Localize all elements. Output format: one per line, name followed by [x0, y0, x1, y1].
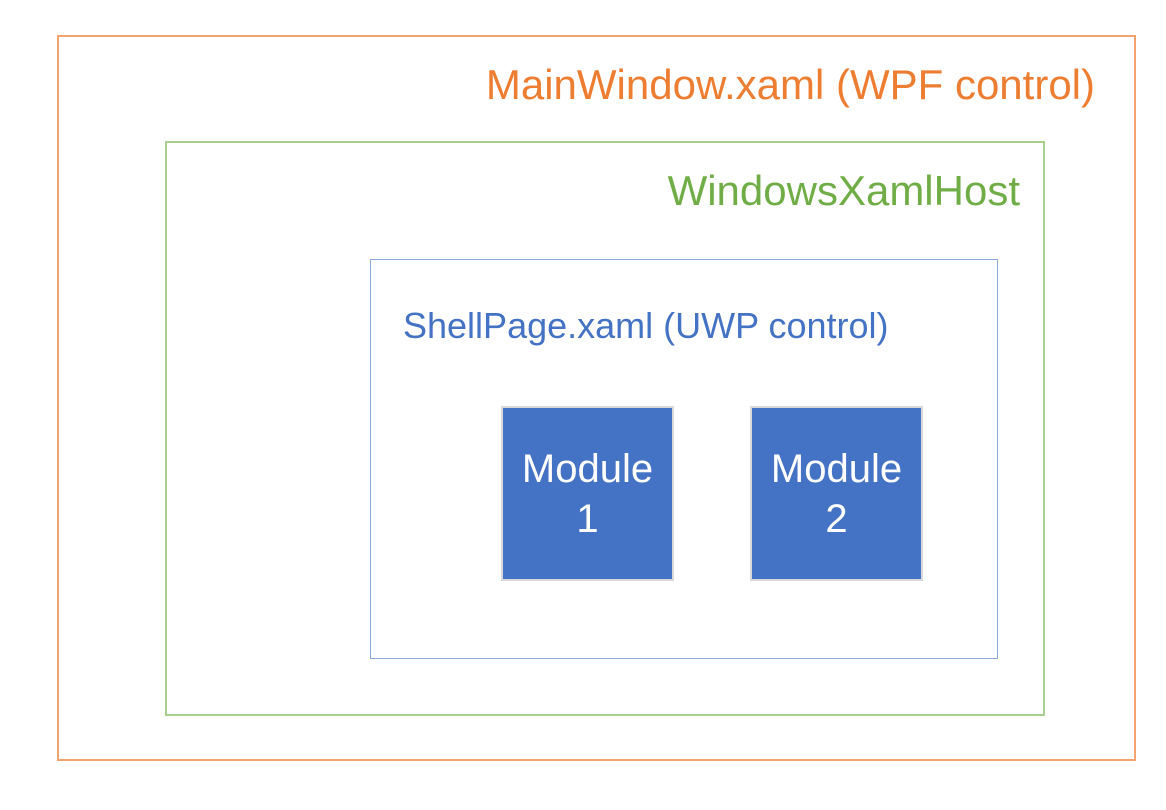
- mainwindow-wpf-label: MainWindow.xaml (WPF control): [485, 61, 1095, 108]
- windows-xaml-host-label: WindowsXamlHost: [667, 167, 1020, 214]
- module-1-box: Module 1: [501, 406, 674, 581]
- mainwindow-wpf-box: [57, 35, 1136, 761]
- shellpage-uwp-label: ShellPage.xaml (UWP control): [403, 305, 889, 346]
- windows-xaml-host-box: [165, 141, 1045, 716]
- module-2-box: Module 2: [750, 406, 923, 581]
- shellpage-uwp-box: [370, 259, 998, 659]
- module-2-label: Module 2: [770, 446, 903, 541]
- module-1-label: Module 1: [521, 446, 654, 541]
